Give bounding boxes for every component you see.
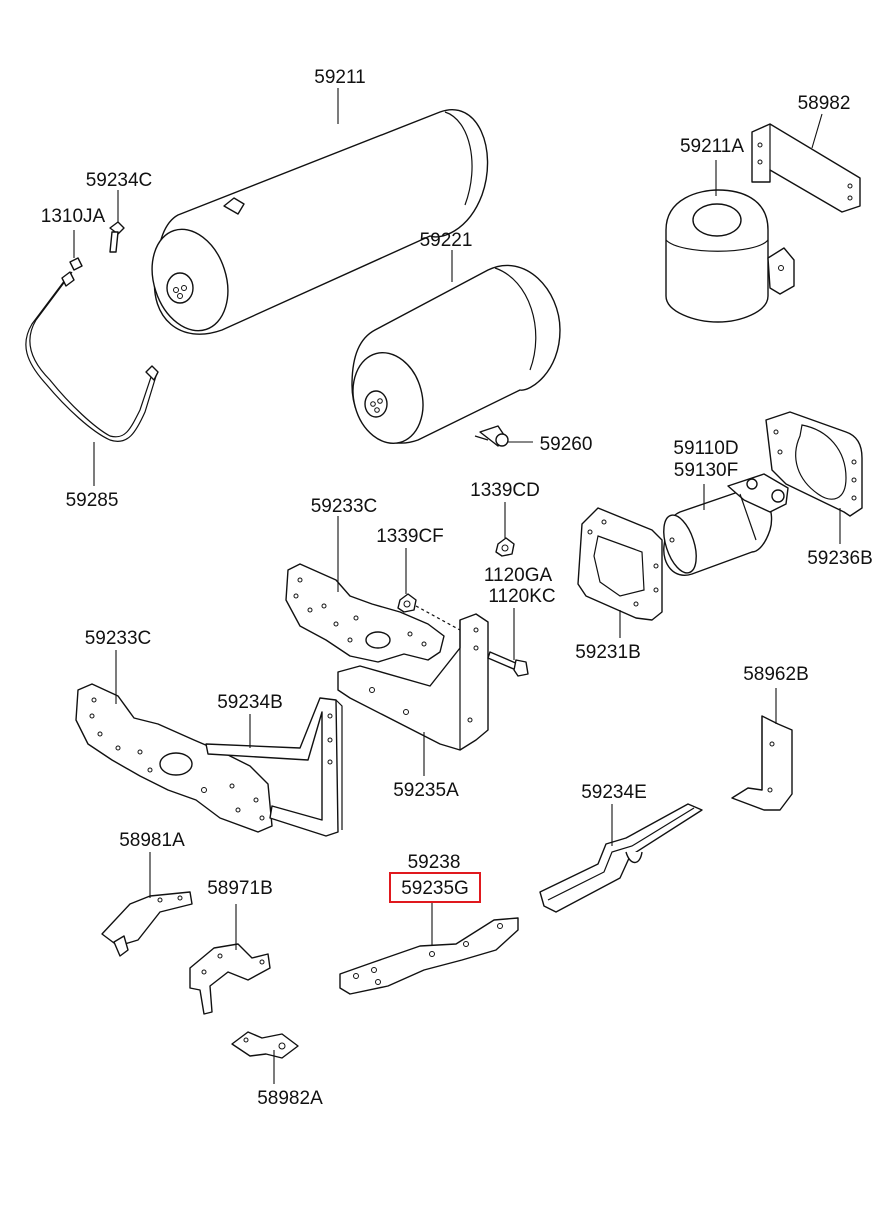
label-59211A[interactable]: 59211A [680,136,744,157]
channel-59234E[interactable] [539,803,703,913]
label-59211[interactable]: 59211 [314,67,365,88]
hose-59285[interactable] [25,257,159,442]
bracket-58981A[interactable] [101,891,193,957]
plate-59235G[interactable] [339,917,519,995]
bracket-59236B[interactable] [765,411,863,517]
label-1339CF[interactable]: 1339CF [376,526,444,547]
air-dryer-59110D[interactable] [657,473,789,577]
label-59110D[interactable]: 59110D [673,438,738,459]
label-59260[interactable]: 59260 [540,434,593,455]
label-59234B[interactable]: 59234B [217,692,283,713]
label-59234C[interactable]: 59234C [86,170,153,191]
label-1120KC[interactable]: 1120KC [488,586,555,607]
bracket-58982[interactable] [751,123,861,213]
bolt-59234C[interactable] [109,221,125,253]
label-59130F[interactable]: 59130F [674,460,738,481]
label-59234E[interactable]: 59234E [581,782,647,803]
label-59233C-left[interactable]: 59233C [85,628,152,649]
label-59236B[interactable]: 59236B [807,548,873,569]
drain-valve-59260[interactable] [474,425,509,447]
label-59231B[interactable]: 59231B [575,642,641,663]
label-1120GA[interactable]: 1120GA [484,565,553,586]
air-tank-59211A[interactable] [665,189,795,323]
bracket-58982A[interactable] [231,1031,299,1059]
label-58971B[interactable]: 58971B [207,878,273,899]
nut-1339CF[interactable] [397,593,417,613]
air-tank-59221[interactable] [343,264,561,451]
label-58981A[interactable]: 58981A [119,830,185,851]
label-59235G[interactable]: 59235G [401,878,469,899]
frame-plate-59233C-left[interactable] [75,683,273,833]
label-59233C-top[interactable]: 59233C [311,496,378,517]
frame-plate-59233C-top[interactable] [285,563,445,663]
label-1310JA[interactable]: 1310JA [41,206,106,227]
label-59238[interactable]: 59238 [408,852,461,873]
label-59221[interactable]: 59221 [420,230,473,251]
label-59235A[interactable]: 59235A [393,780,459,801]
strap-59234B[interactable] [205,697,343,837]
label-1339CD[interactable]: 1339CD [470,480,540,501]
highlight-box-59235G [389,872,481,903]
bracket-58971B[interactable] [189,943,271,1015]
bolt-1120GA[interactable] [487,651,529,677]
bracket-59235A[interactable] [337,613,489,751]
plate-59231B[interactable] [577,507,663,621]
label-59285[interactable]: 59285 [66,490,119,511]
air-tank-59211[interactable] [140,109,489,341]
label-58962B[interactable]: 58962B [743,664,809,685]
bracket-58962B[interactable] [731,715,793,811]
nut-1339CD[interactable] [495,537,515,557]
label-58982[interactable]: 58982 [798,93,851,114]
label-58982A[interactable]: 58982A [257,1088,323,1109]
